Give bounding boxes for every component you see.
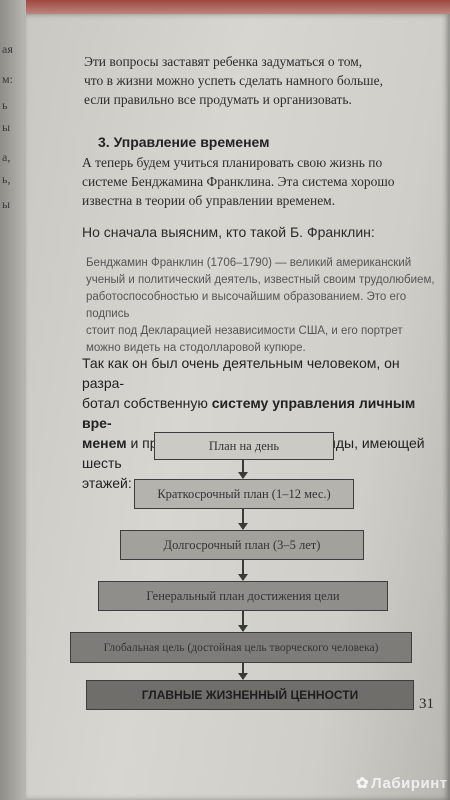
- left-page-fragment: м:: [2, 72, 13, 86]
- page-number: 31: [419, 696, 434, 712]
- left-page-fragment: а,: [2, 150, 11, 164]
- arrow-down-icon: [238, 574, 248, 581]
- left-page-fragment: ая: [2, 42, 13, 56]
- paragraph-line: этажей:: [82, 475, 132, 491]
- pyramid-level-2: Краткосрочный план (1–12 мес.): [134, 479, 354, 509]
- bold-term: менем: [82, 435, 127, 451]
- pyramid-level-6: ГЛАВНЫЕ ЖИЗНЕННЫЙ ЦЕННОСТИ: [86, 680, 414, 710]
- text-run: ботал собственную: [82, 395, 212, 411]
- connector-line: [242, 610, 244, 631]
- left-page-fragment: ь: [2, 98, 8, 112]
- arrow-down-icon: [238, 673, 248, 680]
- pyramid-level-3: Долгосрочный план (3–5 лет): [120, 530, 364, 560]
- time-management-pyramid: План на день Краткосрочный план (1–12 ме…: [26, 14, 450, 800]
- bio-line: можно видеть на стодолларовой купюре.: [86, 342, 306, 354]
- paragraph-line: А теперь будем учиться планировать свою …: [82, 155, 383, 170]
- connector-line: [242, 508, 244, 529]
- left-page-edge: ая м: ь ы а, ь, ы: [0, 0, 26, 800]
- method-paragraph: Так как он был очень деятельным человеко…: [82, 353, 444, 493]
- bio-line: ученый и политический деятель, известный…: [86, 274, 435, 286]
- paragraph-line: ботал собственную систему управления лич…: [82, 393, 444, 433]
- paragraph-line: известна в теории об управлении временем…: [82, 193, 336, 208]
- paragraph-line: системе Бенджамина Франклина. Эта систем…: [82, 174, 395, 189]
- leaf-logo-icon: ✿: [356, 775, 370, 792]
- bio-line: работоспособностью и высочайшим образова…: [86, 291, 407, 320]
- paragraph-line: Так как он был очень деятельным человеко…: [82, 355, 400, 391]
- watermark: ✿Лабиринт: [356, 774, 448, 792]
- paragraph-line: Эти вопросы заставят ребенка задуматься …: [84, 54, 363, 69]
- questions-paragraph: Эти вопросы заставят ребенка задуматься …: [84, 52, 434, 109]
- pyramid-level-5: Глобальная цель (достойная цель творческ…: [70, 632, 412, 663]
- watermark-text: Лабиринт: [371, 775, 448, 792]
- arrow-down-icon: [238, 625, 248, 632]
- pyramid-level-4: Генеральный план достижения цели: [98, 581, 388, 611]
- bio-line: Бенджамин Франклин (1706–1790) — великий…: [86, 257, 412, 269]
- connector-line: [242, 662, 244, 679]
- left-page-fragment: ы: [2, 197, 11, 211]
- bio-line: стоит под Декларацией независимости США,…: [86, 325, 403, 337]
- pyramid-level-1: План на день: [154, 432, 334, 460]
- paragraph-line: что в жизни можно успеть сделать намного…: [84, 73, 383, 88]
- paragraph-line: если правильно все продумать и организов…: [84, 92, 352, 107]
- section-heading: 3. Управление временем: [98, 134, 270, 150]
- connector-line: [242, 559, 244, 580]
- biography-note: Бенджамин Франклин (1706–1790) — великий…: [86, 255, 442, 357]
- left-page-fragment: ь,: [2, 172, 11, 186]
- bold-term: систему управления личным вре-: [82, 395, 416, 431]
- lead-line: Но сначала выясним, кто такой Б. Франкли…: [82, 224, 375, 240]
- connector-line: [242, 459, 244, 478]
- intro-paragraph: А теперь будем учиться планировать свою …: [82, 153, 440, 210]
- book-page: Эти вопросы заставят ребенка задуматься …: [26, 14, 450, 800]
- arrow-down-icon: [238, 523, 248, 530]
- left-page-fragment: ы: [2, 120, 11, 134]
- arrow-down-icon: [238, 472, 248, 479]
